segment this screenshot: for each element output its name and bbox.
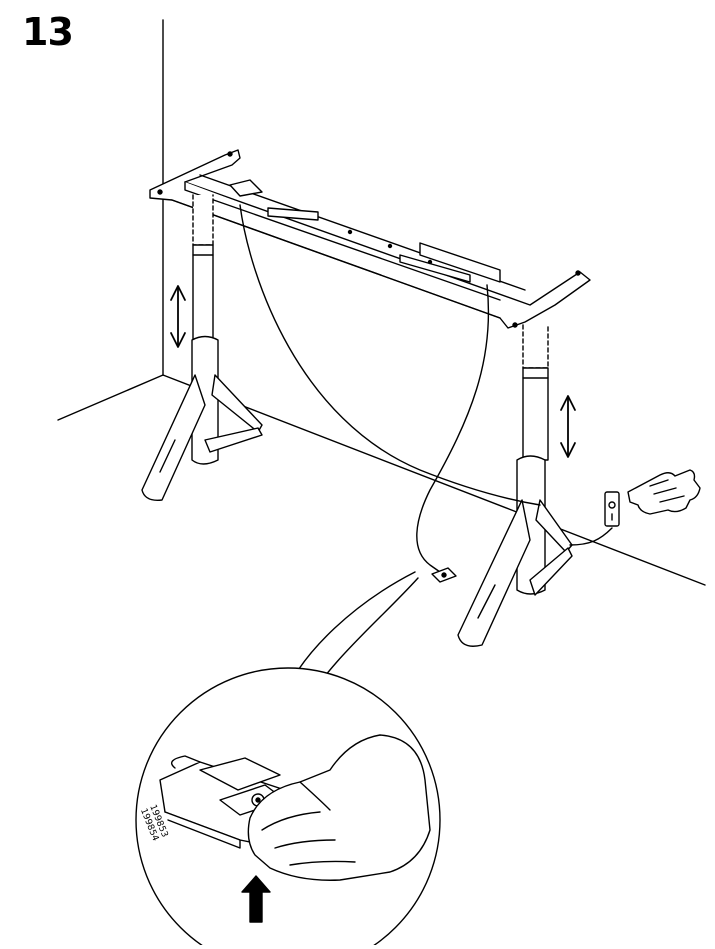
frame-crossbar [149,149,591,329]
wall-plug [604,491,620,527]
double-arrow-icon [170,285,186,348]
cables [239,204,613,573]
detail-hand [247,734,431,881]
double-arrow-icon-right [560,395,576,458]
step-number: 13 [22,10,74,54]
right-leg [457,324,573,647]
up-arrow-icon [241,875,271,923]
hand-press-icon [627,469,701,515]
control-box [431,567,457,583]
left-leg [141,194,263,501]
